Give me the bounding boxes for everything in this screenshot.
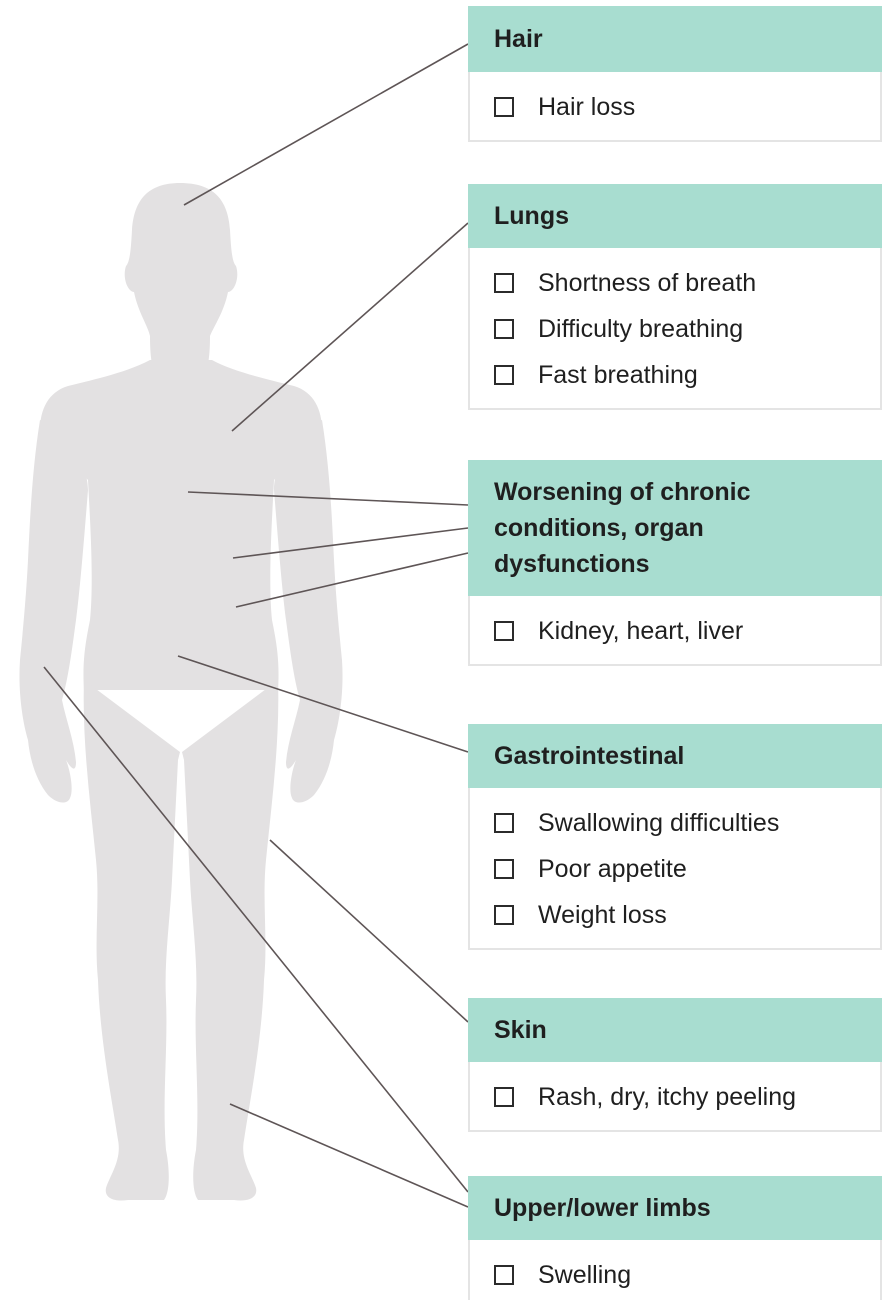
panel-title-chronic: Worsening of chronic conditions, organ d… — [494, 474, 822, 582]
symptom-label: Fast breathing — [538, 361, 698, 390]
silhouette-right-arm — [274, 420, 343, 803]
symptom-label: Shortness of breath — [538, 269, 756, 298]
checkbox[interactable] — [494, 1265, 514, 1285]
panel-header-gastrointestinal: Gastrointestinal — [468, 724, 882, 788]
symptom-label: Difficulty breathing — [538, 315, 743, 344]
panel-header-chronic: Worsening of chronic conditions, organ d… — [468, 460, 882, 596]
symptom-item[interactable]: Swallowing difficulties — [494, 800, 880, 846]
symptom-list-limbs: Swelling — [470, 1240, 880, 1298]
checkbox[interactable] — [494, 905, 514, 925]
symptom-list-lungs: Shortness of breath Difficulty breathing… — [470, 248, 880, 408]
silhouette-left-leg — [84, 680, 180, 1201]
symptom-label: Hair loss — [538, 93, 635, 122]
symptom-item[interactable]: Swelling — [494, 1252, 880, 1298]
panel-header-limbs: Upper/lower limbs — [468, 1176, 882, 1240]
symptom-item[interactable]: Weight loss — [494, 892, 880, 938]
symptom-label: Weight loss — [538, 901, 667, 930]
symptom-list-chronic: Kidney, heart, liver — [470, 596, 880, 664]
checkbox[interactable] — [494, 813, 514, 833]
checkbox[interactable] — [494, 97, 514, 117]
silhouette-left-arm — [19, 420, 88, 803]
checkbox[interactable] — [494, 365, 514, 385]
panel-title-limbs: Upper/lower limbs — [494, 1190, 711, 1226]
symptom-label: Poor appetite — [538, 855, 687, 884]
panel-limbs: Upper/lower limbs Swelling — [468, 1176, 882, 1300]
symptom-item[interactable]: Rash, dry, itchy peeling — [494, 1074, 880, 1120]
symptom-label: Kidney, heart, liver — [538, 617, 743, 646]
checkbox[interactable] — [494, 273, 514, 293]
connector-chronic-3 — [236, 553, 468, 607]
symptom-item[interactable]: Shortness of breath — [494, 260, 880, 306]
panel-header-hair: Hair — [468, 6, 882, 72]
human-silhouette — [19, 183, 342, 1201]
panel-title-hair: Hair — [494, 21, 543, 57]
checkbox[interactable] — [494, 859, 514, 879]
symptom-item[interactable]: Hair loss — [494, 84, 880, 130]
panel-gastrointestinal: Gastrointestinal Swallowing difficulties… — [468, 724, 882, 950]
silhouette-head — [125, 183, 238, 372]
symptom-item[interactable]: Kidney, heart, liver — [494, 608, 880, 654]
panel-chronic-conditions: Worsening of chronic conditions, organ d… — [468, 460, 882, 666]
connector-lungs — [232, 223, 468, 431]
panel-header-skin: Skin — [468, 998, 882, 1062]
connector-limbs-lower — [230, 1104, 468, 1207]
symptom-item[interactable]: Fast breathing — [494, 352, 880, 398]
panel-title-gastrointestinal: Gastrointestinal — [494, 738, 684, 774]
symptom-label: Swallowing difficulties — [538, 809, 779, 838]
symptom-label: Swelling — [538, 1261, 631, 1290]
symptom-list-gastrointestinal: Swallowing difficulties Poor appetite We… — [470, 788, 880, 948]
panel-title-skin: Skin — [494, 1012, 547, 1048]
panel-header-lungs: Lungs — [468, 184, 882, 248]
symptom-item[interactable]: Poor appetite — [494, 846, 880, 892]
checkbox[interactable] — [494, 621, 514, 641]
checkbox[interactable] — [494, 1087, 514, 1107]
panel-skin: Skin Rash, dry, itchy peeling — [468, 998, 882, 1132]
connector-skin — [270, 840, 468, 1022]
connector-hair — [184, 44, 468, 205]
symptom-list-hair: Hair loss — [470, 72, 880, 140]
panel-title-lungs: Lungs — [494, 198, 569, 234]
panel-lungs: Lungs Shortness of breath Difficulty bre… — [468, 184, 882, 410]
checkbox[interactable] — [494, 319, 514, 339]
symptom-label: Rash, dry, itchy peeling — [538, 1083, 796, 1112]
symptom-item[interactable]: Difficulty breathing — [494, 306, 880, 352]
panel-hair: Hair Hair loss — [468, 6, 882, 142]
symptom-list-skin: Rash, dry, itchy peeling — [470, 1062, 880, 1130]
